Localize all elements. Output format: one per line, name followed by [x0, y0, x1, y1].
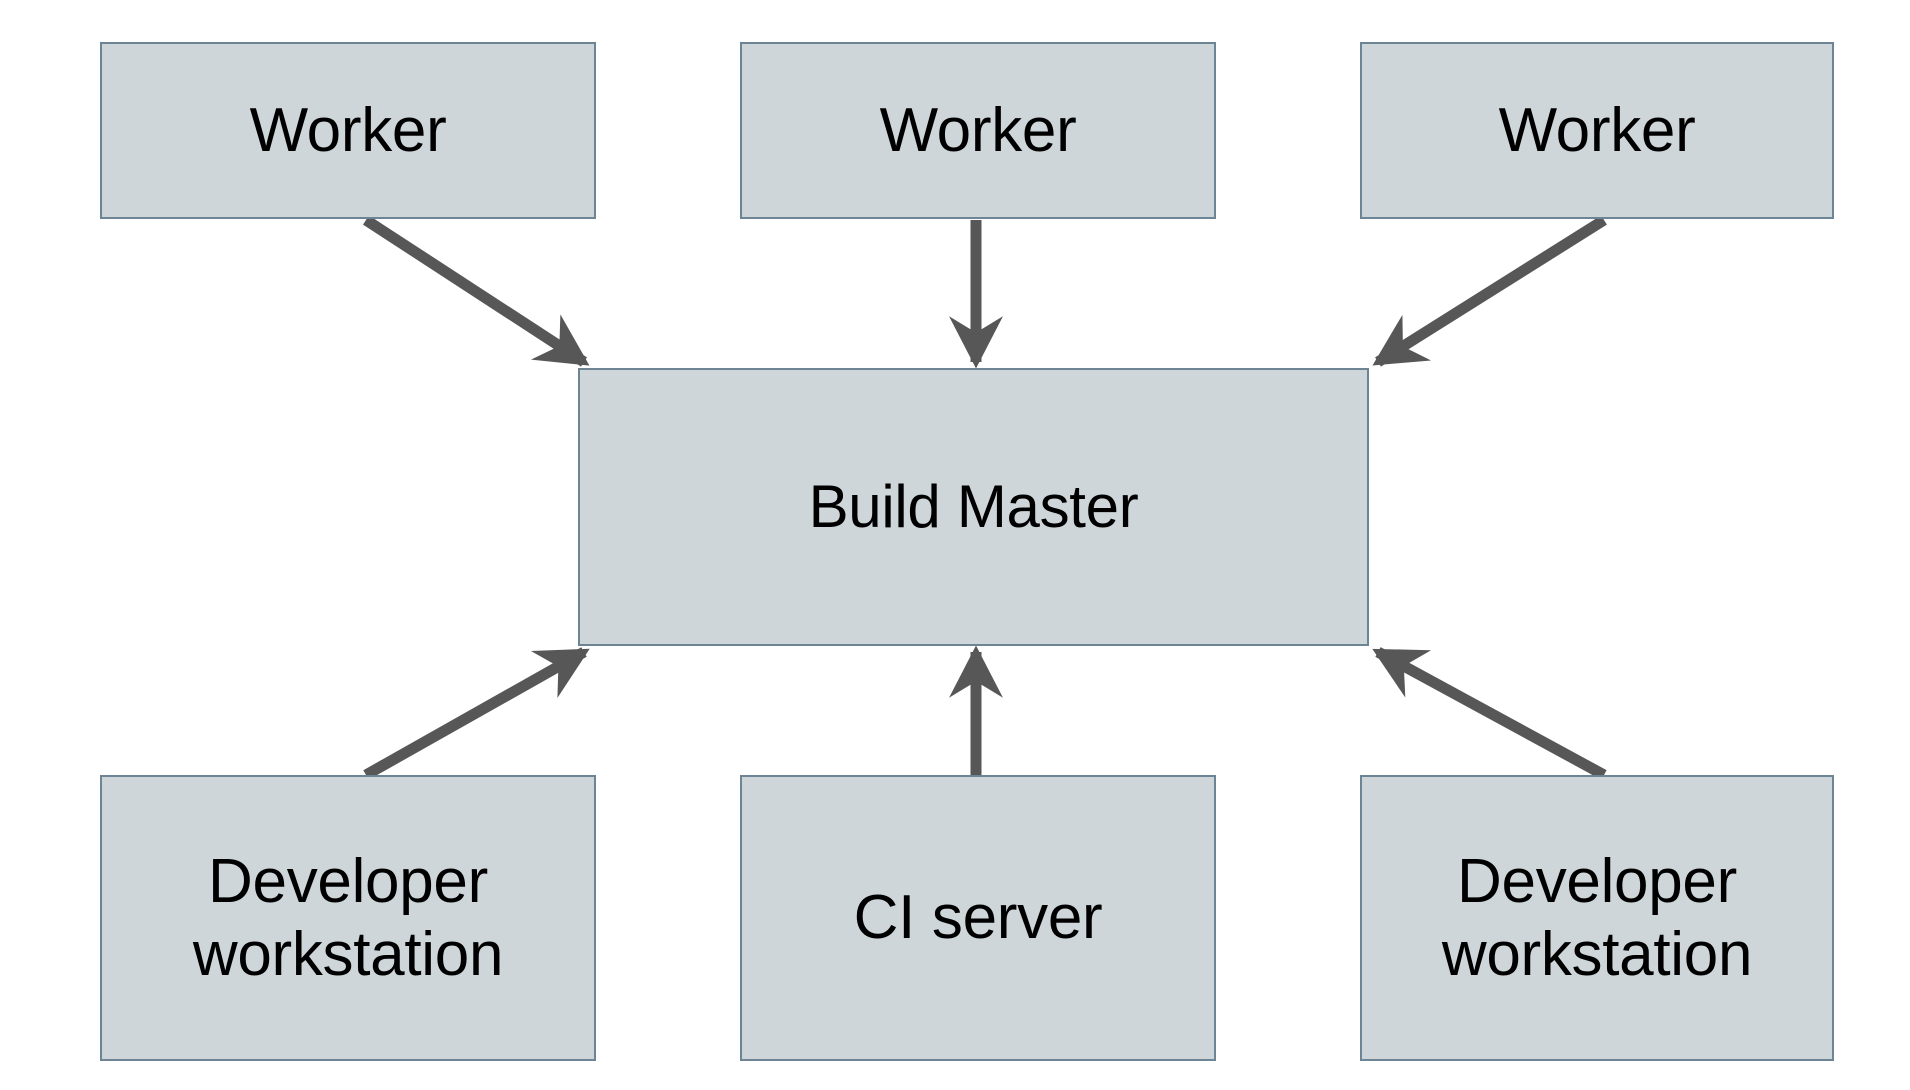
node-build-master-label: Build Master — [808, 472, 1139, 540]
node-ci-server-label: CI server — [853, 883, 1103, 953]
edge-dev-ws-right-to-build-master — [1372, 647, 1607, 780]
edge-worker-3-to-build-master — [1372, 215, 1607, 367]
node-worker-3-label: Worker — [1498, 95, 1696, 165]
node-ci-server[interactable]: CI server — [740, 775, 1216, 1061]
node-build-master[interactable]: Build Master — [578, 368, 1369, 646]
edge-dev-ws-left-to-build-master — [363, 647, 590, 780]
node-worker-3[interactable]: Worker — [1360, 42, 1834, 219]
node-worker-1[interactable]: Worker — [100, 42, 596, 219]
node-developer-workstation-left[interactable]: Developer workstation — [100, 775, 596, 1061]
node-worker-2-label: Worker — [879, 95, 1077, 165]
edge-worker-1-to-build-master — [362, 215, 590, 367]
node-worker-2[interactable]: Worker — [740, 42, 1216, 219]
node-developer-workstation-right-label: Developer workstation — [1441, 846, 1753, 989]
node-developer-workstation-right[interactable]: Developer workstation — [1360, 775, 1834, 1061]
node-developer-workstation-left-label: Developer workstation — [192, 846, 504, 989]
node-worker-1-label: Worker — [249, 95, 447, 165]
